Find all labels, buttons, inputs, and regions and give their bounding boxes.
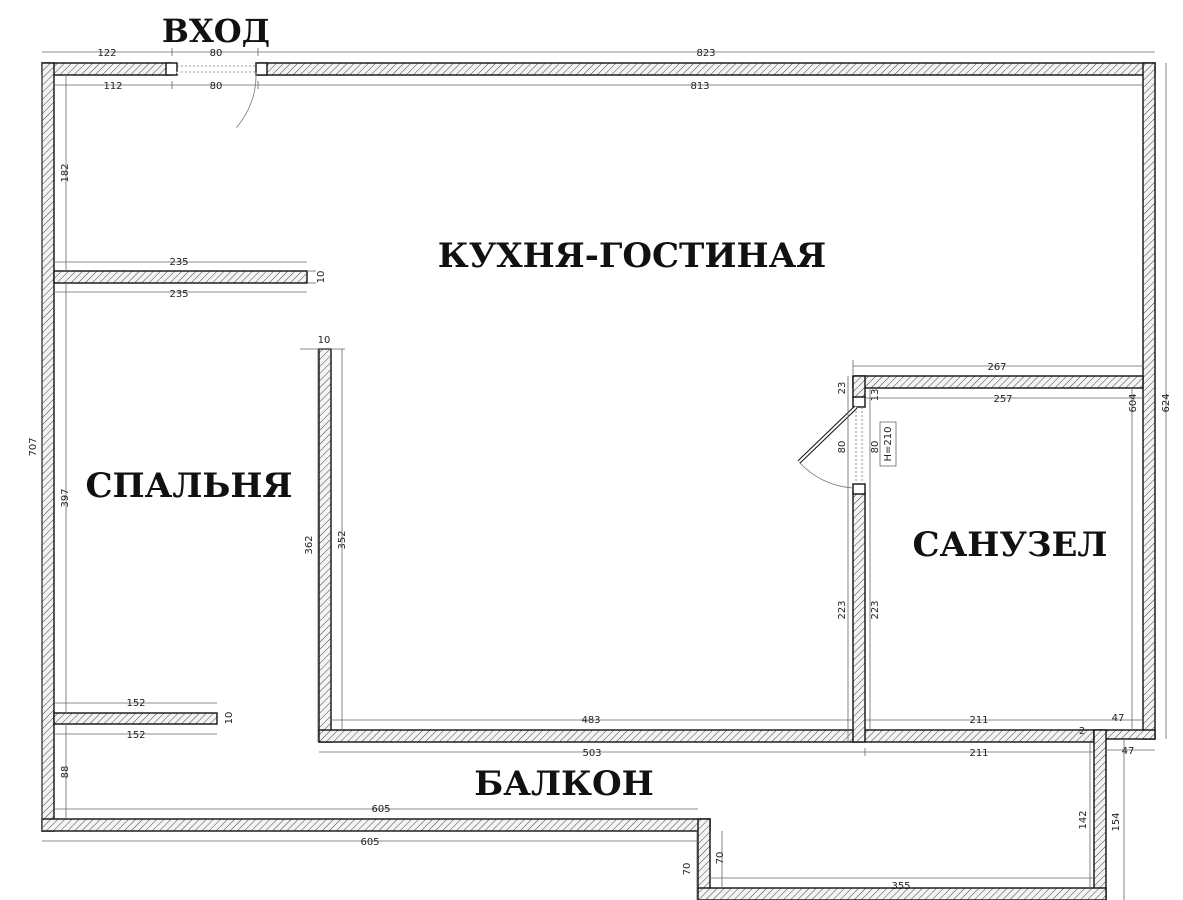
- dim-bath-door-height: H=210: [883, 427, 894, 462]
- partition-top: [53, 270, 308, 284]
- dim-mid-wall-thickness: 10: [318, 335, 331, 346]
- dim-kitchen-bottom-outer: 503: [582, 748, 601, 759]
- dim-left-upper: 182: [60, 163, 71, 182]
- dim-balcony-upper-width: 605: [371, 804, 390, 815]
- dim-bath-small-gap: 2: [1079, 726, 1085, 737]
- bath-door-jamb-bottom: [852, 483, 866, 495]
- dim-balcony-step-outer: 70: [682, 863, 693, 876]
- label-entrance: ВХОД: [162, 12, 270, 50]
- dim-bedroom-height: 397: [60, 488, 71, 507]
- dim-partition-bottom-thickness: 10: [224, 712, 235, 725]
- dim-bath-wall-left-lower: 223: [837, 600, 848, 619]
- dim-partition-top-upper: 235: [169, 257, 188, 268]
- bath-wall-top: [852, 375, 1144, 389]
- wall-left: [41, 62, 55, 832]
- balcony-wall-step: [697, 818, 711, 900]
- label-balcony: БАЛКОН: [474, 764, 653, 804]
- dim-right-outer-total: 624: [1161, 393, 1172, 412]
- bath-wall-left-upper: [852, 375, 866, 399]
- entry-door: [165, 62, 268, 129]
- dim-balcony-right-inner: 142: [1078, 810, 1089, 829]
- entry-door-jamb-right: [255, 62, 268, 76]
- bath-door-jamb-top: [852, 396, 866, 408]
- dim-top-left-outer: 122: [97, 48, 116, 59]
- wall-bottom: [318, 729, 1095, 743]
- dim-balcony-bottom-width: 355: [891, 881, 910, 892]
- dim-balcony-step-inner: 70: [715, 852, 726, 865]
- balcony-wall-right: [1093, 729, 1107, 900]
- dim-mid-wall-outer: 362: [304, 535, 315, 554]
- label-bedroom: СПАЛЬНЯ: [85, 466, 292, 506]
- dim-partition-bottom-upper: 152: [126, 698, 145, 709]
- partition-bottom: [53, 712, 218, 725]
- balcony-wall-bottom: [697, 887, 1107, 900]
- dimension-lines: [41, 48, 1167, 900]
- dim-bath-top-outer: 267: [987, 362, 1006, 373]
- bath-door-swing: [798, 461, 854, 489]
- dimension-labels: 122 80 823 112 80 813 182 235 10 235 707…: [28, 48, 1172, 892]
- dim-balcony-lower-width: 605: [360, 837, 379, 848]
- dim-bath-wall-thickness: 23: [837, 382, 848, 395]
- dim-bath-door-right: 80: [870, 441, 881, 454]
- wall-top-right: [257, 62, 1156, 76]
- dim-mid-wall-inner: 352: [337, 530, 348, 549]
- dim-kitchen-bottom-inner: 483: [581, 715, 600, 726]
- bath-door: [797, 396, 866, 495]
- dim-balcony-right-outer: 154: [1111, 812, 1122, 831]
- dim-bath-door-left: 80: [837, 441, 848, 454]
- dim-bath-jamb: 13: [870, 389, 881, 402]
- dim-bath-small-right: 47: [1112, 713, 1125, 724]
- bath-door-height-box: [879, 421, 897, 467]
- balcony-wall-bottom-left: [41, 818, 711, 832]
- dim-top-right-outer: 823: [696, 48, 715, 59]
- label-bathroom: САНУЗЕЛ: [913, 525, 1108, 565]
- dim-bath-bottom-inner: 211: [969, 715, 988, 726]
- entry-door-swing: [235, 71, 257, 129]
- dim-left-outer-total: 707: [28, 437, 39, 456]
- dim-top-right-inner: 813: [690, 81, 709, 92]
- dim-right-step: 47: [1122, 746, 1135, 757]
- entry-door-jamb-left: [165, 62, 178, 76]
- dim-balcony-left-height: 88: [60, 766, 71, 779]
- dim-partition-bottom-lower: 152: [126, 730, 145, 741]
- dim-top-door-inner: 80: [210, 81, 223, 92]
- dim-bath-bottom-outer: 211: [969, 748, 988, 759]
- wall-right: [1142, 62, 1156, 740]
- bath-wall-left-lower: [852, 491, 866, 743]
- dim-bath-wall-right-lower: 223: [870, 600, 881, 619]
- dim-bath-right-inner: 604: [1128, 393, 1139, 412]
- dim-partition-top-lower: 235: [169, 289, 188, 300]
- dim-bath-top-inner: 257: [993, 394, 1012, 405]
- label-kitchen-living: КУХНЯ-ГОСТИНАЯ: [438, 236, 827, 276]
- dim-partition-top-thickness: 10: [316, 271, 327, 284]
- dim-top-door-outer: 80: [210, 48, 223, 59]
- room-labels: ВХОД КУХНЯ-ГОСТИНАЯ СПАЛЬНЯ САНУЗЕЛ БАЛК…: [85, 12, 1107, 804]
- wall-middle: [318, 348, 332, 743]
- dim-top-left-inner: 112: [103, 81, 122, 92]
- wall-top-left: [41, 62, 173, 76]
